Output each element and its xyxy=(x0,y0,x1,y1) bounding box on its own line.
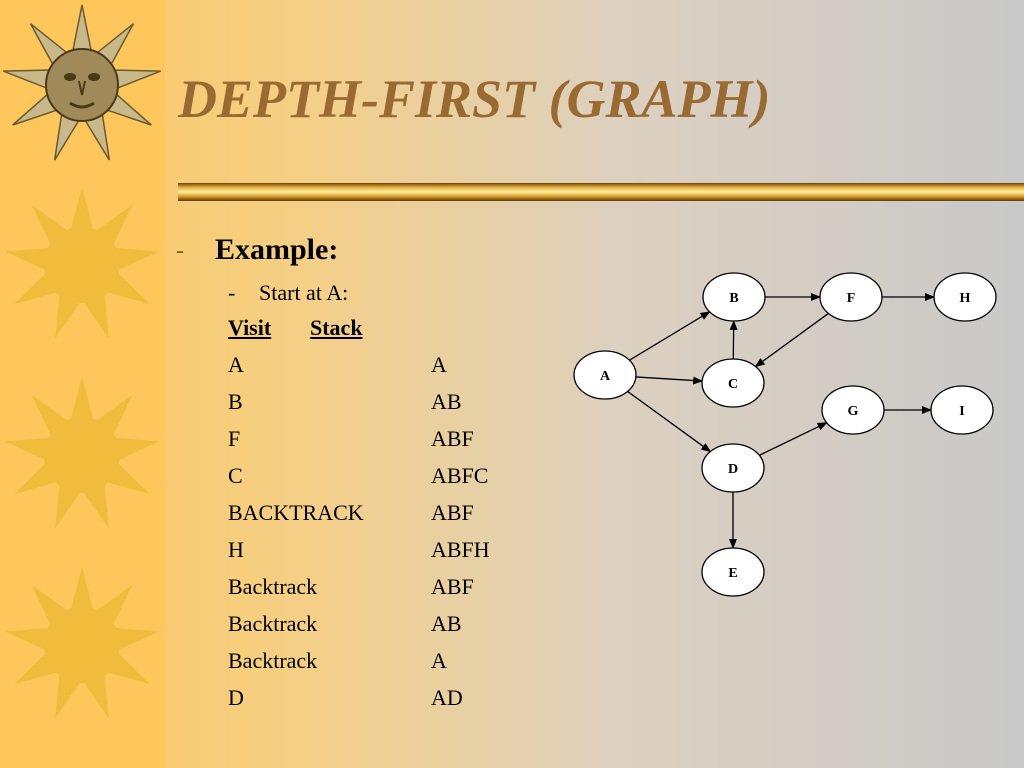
stack-cell: AB xyxy=(431,389,462,414)
stack-cell: ABFC xyxy=(431,463,489,488)
stack-cell: ABFH xyxy=(431,537,490,562)
node-C: C xyxy=(701,358,765,408)
visit-cell: Backtrack xyxy=(228,611,318,636)
node-G-label: G xyxy=(848,404,859,419)
node-G: G xyxy=(821,385,885,435)
decorative-sun-stripe xyxy=(0,0,165,768)
visit-cell: H xyxy=(228,537,244,562)
title-divider-rule xyxy=(178,183,1024,201)
stack-cell: A xyxy=(431,648,447,673)
start-text: Start at A: xyxy=(259,280,349,305)
visit-column-header: Visit xyxy=(228,315,272,340)
node-D-label: D xyxy=(728,462,738,477)
node-D: D xyxy=(701,443,765,493)
stack-cell: ABF xyxy=(431,426,474,451)
stack-column-header: Stack xyxy=(310,315,363,340)
node-B-shape xyxy=(702,272,766,322)
stack-cell: ABF xyxy=(431,500,474,525)
node-H-shape xyxy=(933,272,997,322)
graph-diagram: A B C D E F G H I xyxy=(573,272,997,597)
edge-D-G xyxy=(759,422,828,456)
node-A-shape xyxy=(573,350,637,400)
visit-cell: F xyxy=(228,426,241,451)
stack-cell: A xyxy=(431,352,447,377)
visit-cell: A xyxy=(228,352,244,377)
bronze-sun-face-icon xyxy=(2,4,162,161)
node-F: F xyxy=(819,272,883,322)
example-heading: Example: xyxy=(215,233,339,266)
node-A: A xyxy=(573,350,637,400)
sun-icon xyxy=(5,377,159,529)
node-F-shape xyxy=(819,272,883,322)
edge-A-C xyxy=(635,376,704,385)
visit-cell: BACKTRACK xyxy=(228,500,364,525)
visit-cell: B xyxy=(228,389,243,414)
stack-cell: ABF xyxy=(431,574,474,599)
node-C-shape xyxy=(701,358,765,408)
visit-cell: Backtrack xyxy=(228,574,318,599)
node-C-label: C xyxy=(728,377,738,392)
slide-title: DEPTH-FIRST (GRAPH) xyxy=(178,69,771,129)
node-E-shape xyxy=(701,547,765,597)
edge-A-D xyxy=(627,390,712,453)
node-H-label: H xyxy=(960,291,971,306)
bullet-marker: - xyxy=(176,238,184,264)
node-B-label: B xyxy=(729,291,738,306)
stack-cell: AD xyxy=(431,685,463,710)
visit-cell: Backtrack xyxy=(228,648,318,673)
node-E-label: E xyxy=(728,566,737,581)
edge-A-B xyxy=(629,311,711,361)
node-I: I xyxy=(930,385,994,435)
sun-icon xyxy=(5,567,159,719)
sun-icon xyxy=(5,187,159,339)
node-G-shape xyxy=(821,385,885,435)
node-I-shape xyxy=(930,385,994,435)
node-A-label: A xyxy=(600,369,611,384)
node-F-label: F xyxy=(847,291,856,306)
stack-cell: AB xyxy=(431,611,462,636)
node-D-shape xyxy=(701,443,765,493)
edge-F-C xyxy=(754,312,829,368)
node-E: E xyxy=(701,547,765,597)
visit-cell: D xyxy=(228,685,244,710)
node-B: B xyxy=(702,272,766,322)
visit-cell: C xyxy=(228,463,243,488)
node-I-label: I xyxy=(959,404,964,419)
node-H: H xyxy=(933,272,997,322)
sub-bullet-marker: - xyxy=(228,280,236,305)
